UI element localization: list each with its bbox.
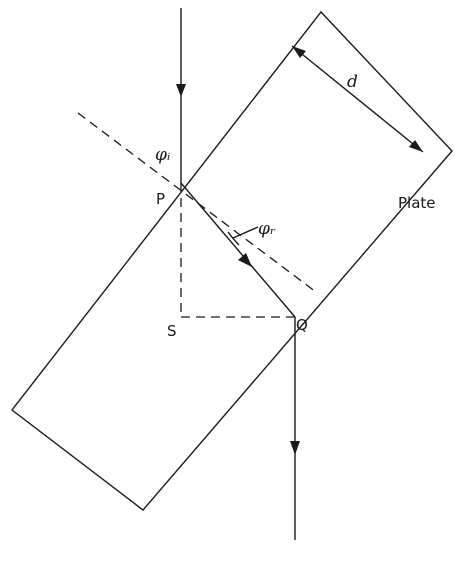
label-phi-i: φᵢ [155,145,170,165]
label-point-q: Q [296,316,308,334]
label-point-s: S [167,322,177,340]
emergent-ray-arrowhead [290,441,300,455]
refracted-ray-arrowhead [238,253,252,267]
thickness-dimension-line [291,45,424,153]
label-plate: Plate [398,194,436,212]
thickness-arrowhead-bottom [409,140,423,152]
refracted-ray [180,182,296,318]
label-phi-r: φᵣ [258,219,276,239]
angle-phi-r-arc [227,231,240,246]
thickness-arrowhead-top [292,46,306,58]
incident-extension-dashed [77,112,317,293]
label-point-p: P [156,190,165,208]
incident-ray-arrowhead [176,84,186,97]
label-thickness-d: d [347,72,358,92]
angle-phi-r-leader [232,226,259,239]
plate-outline [11,10,453,511]
